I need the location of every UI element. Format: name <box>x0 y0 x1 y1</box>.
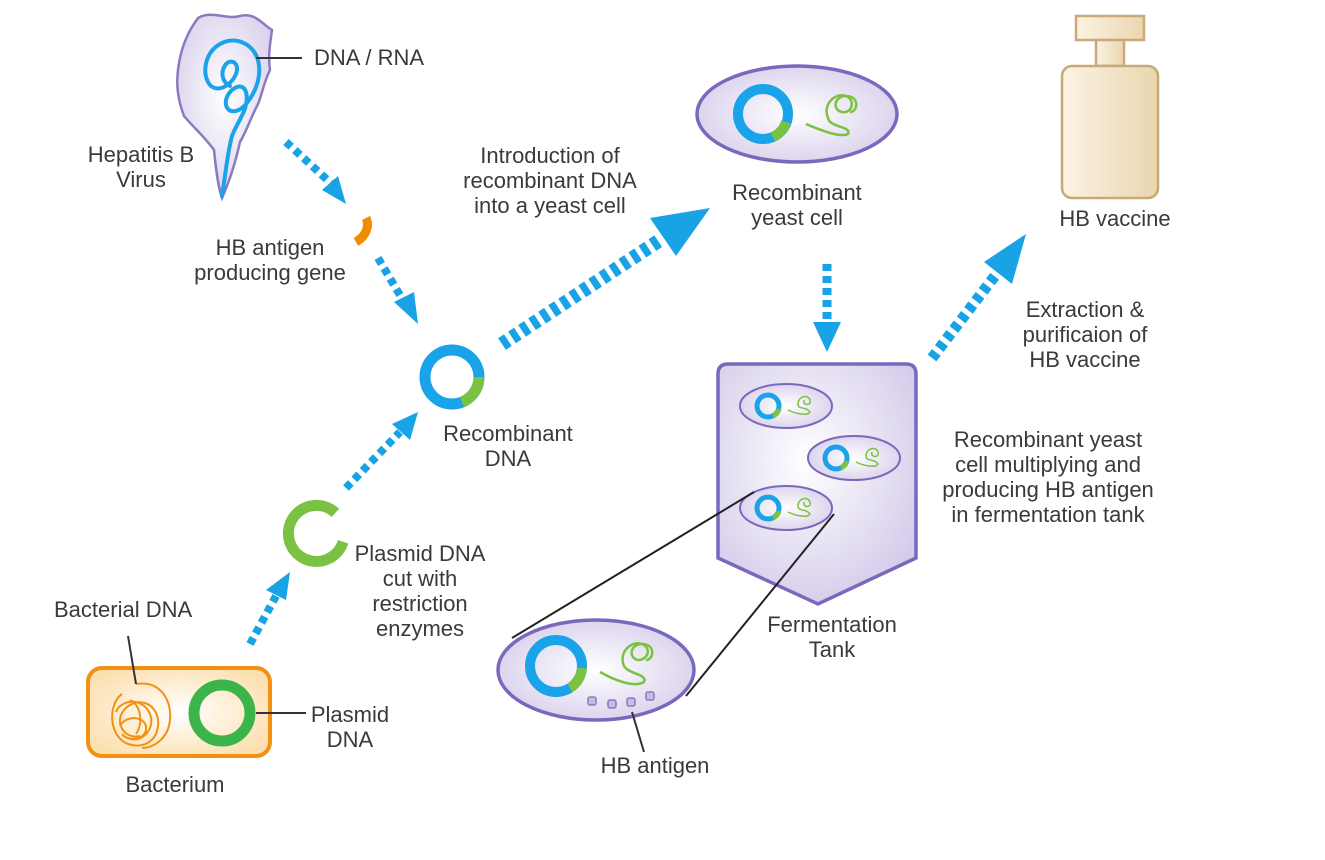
label-bacterial-dna: Bacterial DNA <box>54 597 193 622</box>
label-plasmid-cut: Plasmid DNA cut with restriction enzymes <box>354 541 486 641</box>
arrow-introduction-to-yeast <box>498 208 710 350</box>
recombinant-dna-icon <box>419 344 485 410</box>
label-hb-antigen-gene: HB antigen producing gene <box>194 235 346 285</box>
label-extraction: Extraction & purificaion of HB vaccine <box>1022 297 1148 372</box>
zoom-line <box>511 491 755 639</box>
hb-antigen-particles <box>587 691 655 709</box>
hepatitis-b-virus-icon <box>176 13 302 202</box>
label-multiplying: Recombinant yeast cell multiplying and p… <box>942 427 1154 527</box>
zoom-line <box>685 513 835 697</box>
arrow-plasmid-to-recombinant-dna <box>343 412 418 491</box>
leader-line <box>631 711 645 753</box>
arrow-tank-to-vaccine <box>927 234 1026 362</box>
label-recombinant-dna: Recombinant DNA <box>443 421 573 471</box>
label-dna-rna: DNA / RNA <box>314 45 425 70</box>
recombinant-yeast-cell-icon <box>695 64 899 164</box>
cut-plasmid-icon <box>282 499 349 567</box>
arrows <box>246 139 1026 646</box>
arrow-gene-to-recombinant-dna <box>374 255 418 324</box>
arrow-bacterium-to-plasmid <box>246 572 290 646</box>
arrow-yeast-to-tank <box>813 264 841 352</box>
enlarged-yeast-cell-icon <box>496 618 696 753</box>
label-bacterium: Bacterium <box>125 772 225 797</box>
label-fermentation-tank: Fermentation Tank <box>767 612 897 662</box>
leader-line <box>127 635 137 685</box>
yeast-cell-small <box>807 435 901 481</box>
label-plasmid-dna: Plasmid DNA <box>310 702 390 752</box>
label-recombinant-yeast-cell: Recombinant yeast cell <box>732 180 862 230</box>
label-hb-antigen: HB antigen <box>600 753 710 778</box>
bacterium-icon <box>86 635 306 758</box>
arrow-virus-to-gene <box>283 139 346 204</box>
label-hepatitis-b-virus: Hepatitis B Virus <box>87 142 195 192</box>
label-introduction: Introduction of recombinant DNA into a y… <box>463 143 637 218</box>
vaccine-vial-icon <box>1060 14 1160 200</box>
yeast-cell-small <box>739 383 833 429</box>
yeast-cell-small <box>739 485 833 531</box>
label-hb-vaccine: HB vaccine <box>1059 206 1171 231</box>
hb-antigen-gene-icon <box>353 215 373 246</box>
fermentation-tank-icon <box>716 362 918 606</box>
